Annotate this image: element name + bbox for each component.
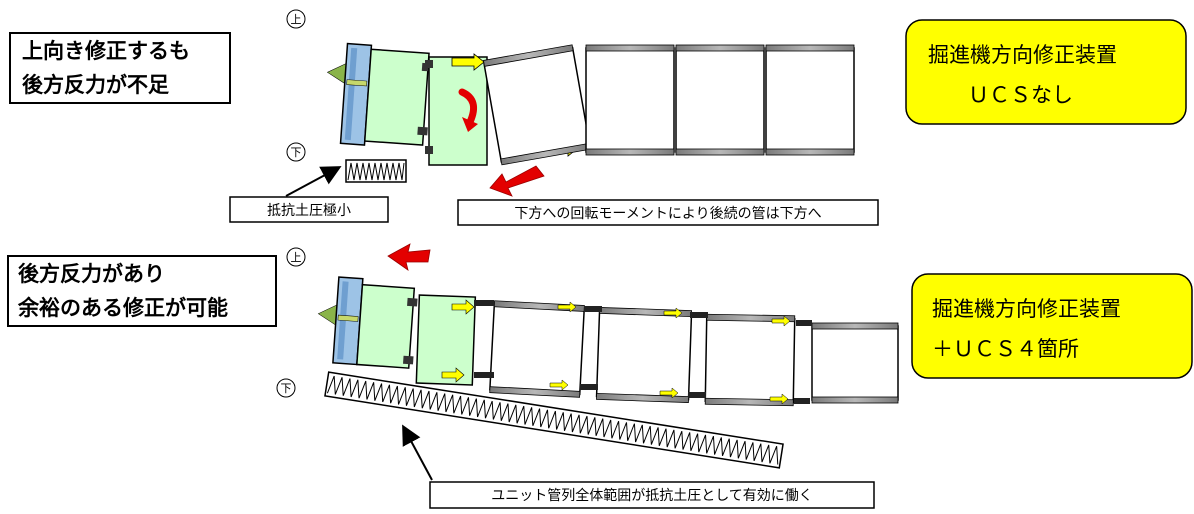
bottom-pipe [811, 322, 899, 404]
bottom-machine-rear [415, 294, 477, 386]
top-resistance-callout: 抵抗土圧極小 [229, 196, 389, 223]
top-side-label-line1: 上向き修正するも [22, 39, 190, 63]
top-rotation-callout: 下方への回転モーメントにより後続の管は下方へ [457, 199, 879, 226]
top-pipe [675, 44, 765, 156]
top-pipe [765, 44, 855, 156]
cutter-tip [317, 304, 338, 326]
ucs-unit [769, 315, 812, 405]
bottom-resistance-callout: ユニット管列全体範囲が抵抗土圧として有効に働く [429, 481, 875, 509]
svg-text:上: 上 [291, 13, 302, 26]
svg-text:＋ＵＣＳ４箇所: ＋ＵＣＳ４箇所 [932, 337, 1079, 361]
bottom-machine [317, 276, 418, 369]
top-machine [326, 42, 433, 146]
ucs-unit [549, 301, 602, 391]
ucs-unit [474, 300, 494, 378]
svg-text:余裕のある修正が可能: 余裕のある修正が可能 [17, 296, 228, 320]
svg-text:ＵＣＳなし: ＵＣＳなし [968, 83, 1073, 107]
machine-body-front [356, 283, 416, 369]
svg-text:下: 下 [281, 382, 292, 395]
top-machine-rear [425, 56, 488, 166]
jack-arrow [451, 53, 485, 71]
top-pipe-tilted [483, 44, 591, 166]
svg-text:ユニット管列全体範囲が抵抗土圧として有効に働く: ユニット管列全体範囲が抵抗土圧として有効に働く [491, 487, 813, 504]
jack-arrow [451, 299, 475, 315]
bottom-pipe [489, 300, 586, 398]
top-pipe [585, 44, 675, 156]
ucs-unit [659, 307, 708, 399]
machine-body-rear [428, 56, 488, 166]
top-resistance-hatch [345, 159, 407, 183]
cutter-tip [326, 63, 347, 84]
bottom-pipe [704, 313, 796, 407]
bottom-scenario: 後方反力があり 余裕のある修正が可能 上 下 [7, 243, 1193, 509]
top-side-label-line2: 後方反力が不足 [22, 73, 169, 97]
svg-text:上: 上 [291, 251, 302, 264]
top-side-label: 上向き修正するも 後方反力が不足 [9, 32, 231, 104]
top-scenario: 上向き修正するも 後方反力が不足 上 下 [9, 9, 1187, 226]
bottom-up-mark: 上 [286, 247, 306, 267]
svg-text:抵抗土圧極小: 抵抗土圧極小 [267, 203, 351, 219]
svg-text:下方への回転モーメントにより後続の管は下方へ: 下方への回転モーメントにより後続の管は下方へ [514, 205, 821, 222]
resistance-pointer [285, 166, 342, 197]
svg-text:下: 下 [291, 146, 302, 159]
bottom-pipe [595, 307, 693, 403]
machine-body-front [363, 48, 430, 146]
reaction-arrow [387, 243, 431, 271]
top-up-mark: 上 [286, 9, 306, 29]
bottom-side-label: 後方反力があり 余裕のある修正が可能 [7, 255, 277, 327]
top-down-mark: 下 [286, 142, 306, 162]
bottom-device-callout: 掘進機方向修正装置 ＋ＵＣＳ４箇所 [911, 273, 1193, 379]
jack-arrow [441, 367, 465, 383]
downward-push-arrow [489, 165, 545, 197]
svg-text:掘進機方向修正装置: 掘進機方向修正装置 [928, 43, 1117, 67]
hatch-pointer [402, 424, 433, 481]
bottom-resistance-hatch [324, 371, 784, 469]
rotation-arrow-head [462, 117, 478, 132]
rotation-arrow [458, 88, 478, 126]
bottom-down-mark: 下 [276, 378, 296, 398]
svg-text:掘進機方向修正装置: 掘進機方向修正装置 [932, 297, 1121, 321]
machine-body-rear [415, 294, 477, 386]
top-device-callout: 掘進機方向修正装置 ＵＣＳなし [905, 19, 1187, 125]
svg-text:後方反力があり: 後方反力があり [18, 262, 165, 286]
